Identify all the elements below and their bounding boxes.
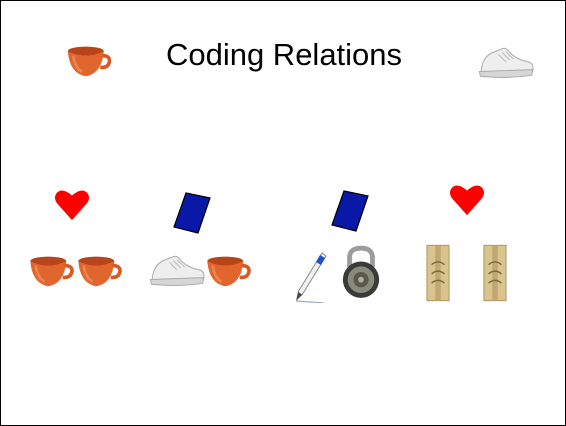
blue-card-icon (172, 192, 212, 234)
sneaker-icon (148, 251, 206, 289)
pen-icon (294, 251, 328, 303)
cup-icon (205, 253, 251, 289)
cup-icon (66, 43, 111, 79)
clothespin-icon (483, 243, 507, 303)
page-title: Coding Relations (165, 37, 403, 72)
combination-lock-icon (340, 245, 382, 301)
blue-card-icon (330, 190, 370, 232)
cup-icon (76, 253, 122, 289)
cup-icon (28, 253, 74, 289)
heart-icon (448, 183, 486, 217)
clothespin-icon (426, 243, 450, 303)
heart-icon (53, 188, 91, 222)
sneaker-icon (477, 43, 535, 81)
